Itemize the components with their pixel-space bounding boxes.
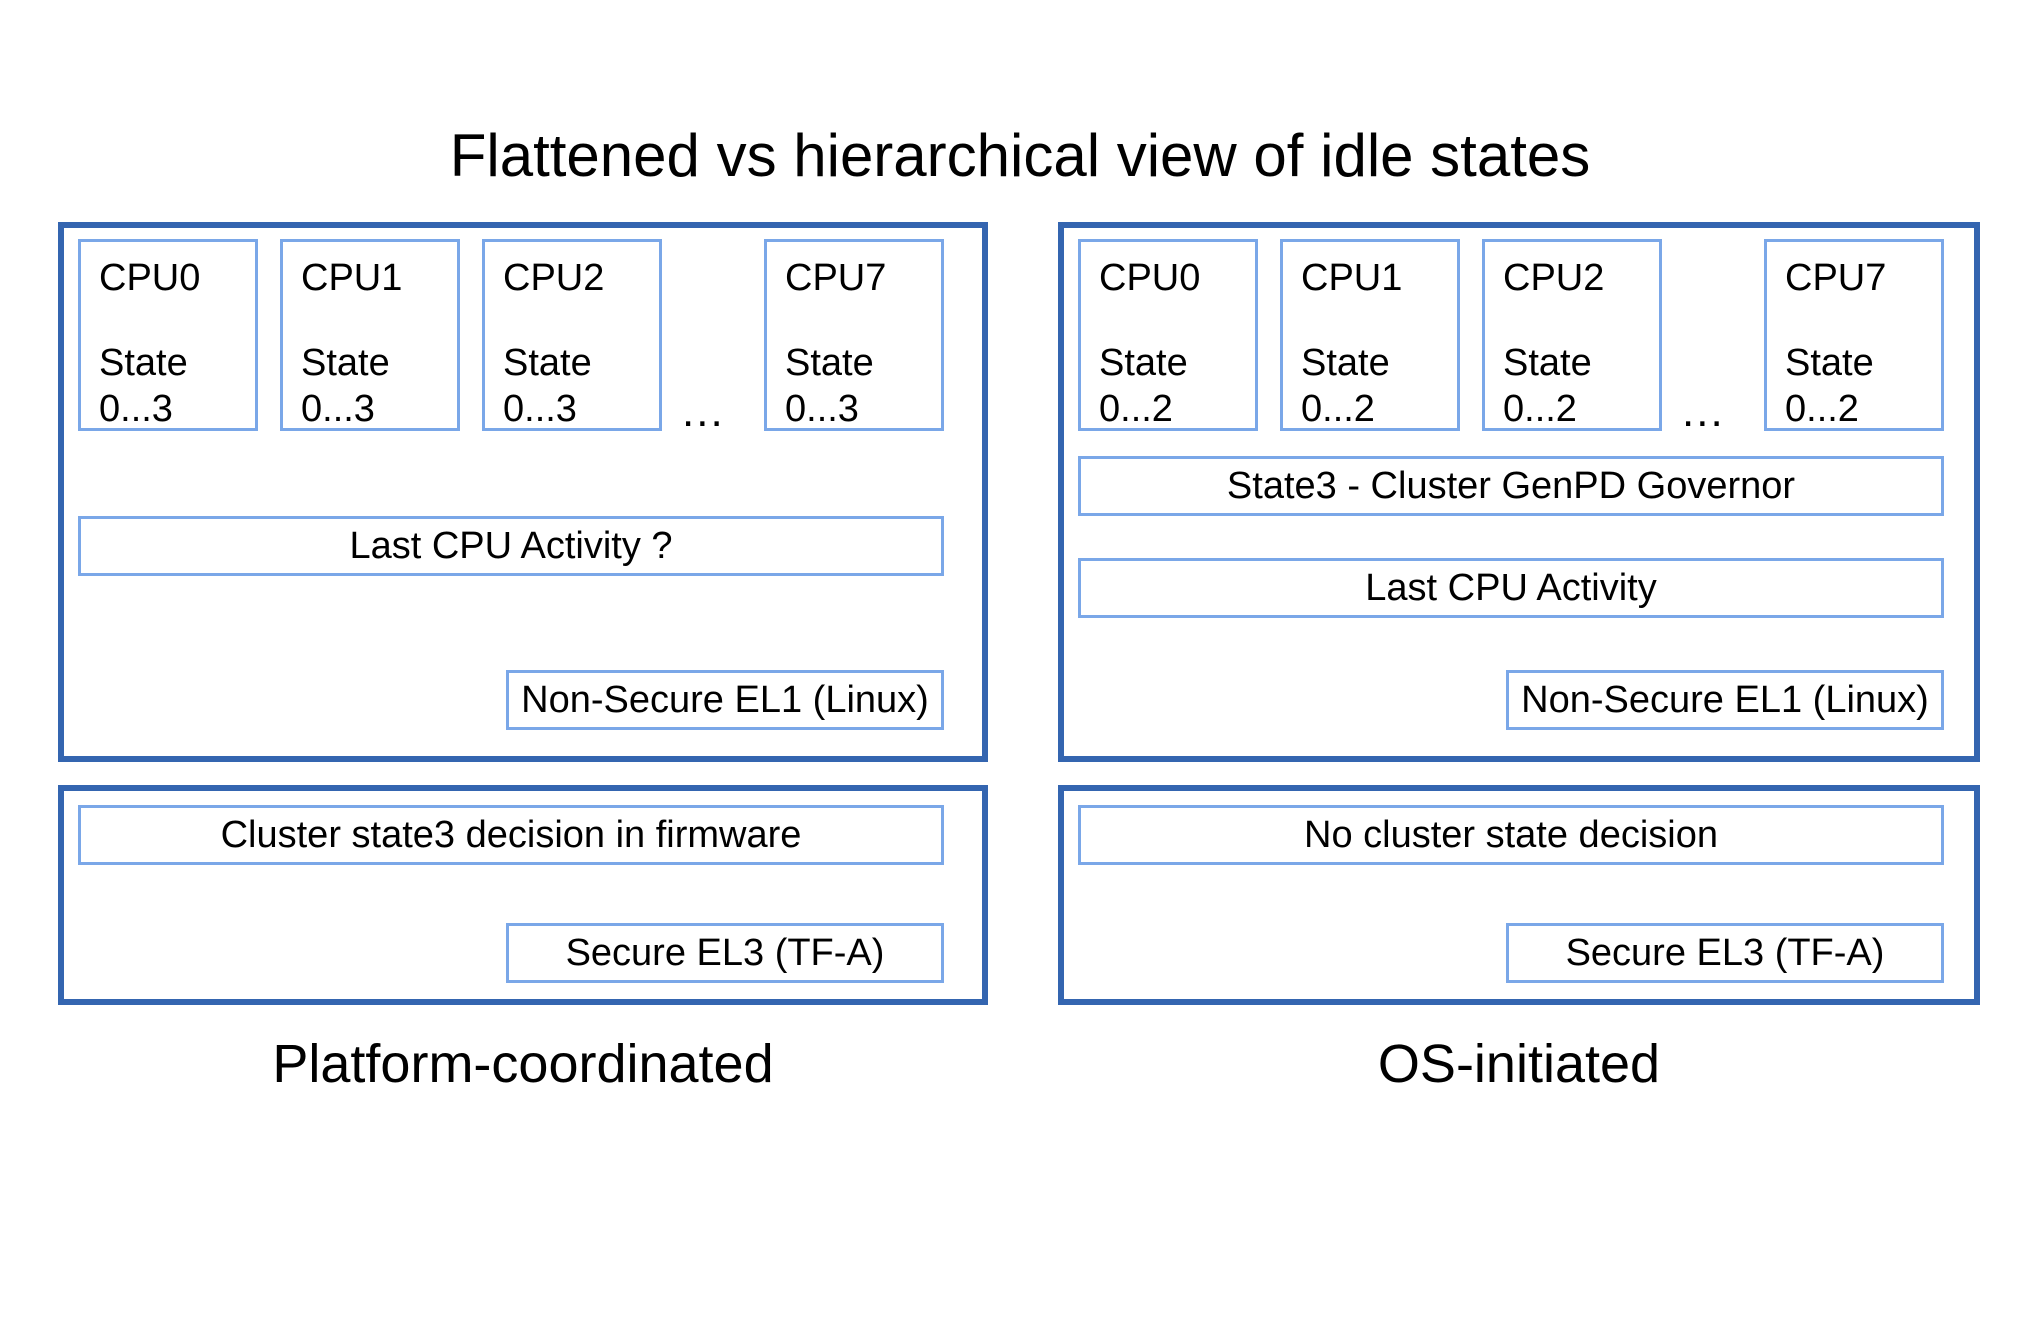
exception-level-label: Non-Secure EL1 (Linux) xyxy=(1521,679,1929,721)
cpu-label: CPU2 xyxy=(1503,257,1605,299)
cpu-box-2: CPU2 State 0...3 xyxy=(482,239,662,431)
bar-label: State3 - Cluster GenPD Governor xyxy=(1226,465,1796,507)
cpu-state-label: State xyxy=(785,342,874,384)
exception-level-box-el3: Secure EL3 (TF-A) xyxy=(1506,923,1944,983)
cpu-box-2: CPU2 State 0...2 xyxy=(1482,239,1662,431)
cpu-state-label: State xyxy=(301,342,390,384)
cpu-state: State 0...2 xyxy=(1301,340,1390,432)
cpu-ellipsis: ... xyxy=(682,387,725,436)
exception-level-label: Secure EL3 (TF-A) xyxy=(1565,932,1885,974)
exception-level-box-el1: Non-Secure EL1 (Linux) xyxy=(1506,670,1944,730)
cpu-label: CPU0 xyxy=(1099,257,1201,299)
cpu-state-range: 0...3 xyxy=(785,388,859,430)
cpu-ellipsis: ... xyxy=(1682,387,1725,436)
cpu-state-range: 0...3 xyxy=(301,388,375,430)
cpu-state: State 0...2 xyxy=(1503,340,1592,432)
cluster-decision-bar: Cluster state3 decision in firmware xyxy=(78,805,944,865)
cpu-state: State 0...3 xyxy=(99,340,188,432)
cpu-label: CPU0 xyxy=(99,257,201,299)
cpu-state-label: State xyxy=(1503,342,1592,384)
firmware-panel-os-initiated: No cluster state decision Secure EL3 (TF… xyxy=(1058,785,1980,1005)
page-title: Flattened vs hierarchical view of idle s… xyxy=(449,122,1591,189)
cpu-state-range: 0...2 xyxy=(1099,388,1173,430)
column-caption-os-initiated: OS-initiated xyxy=(1377,1034,1661,1094)
last-cpu-activity-bar: Last CPU Activity xyxy=(1078,558,1944,618)
cpu-box-1: CPU1 State 0...3 xyxy=(280,239,460,431)
cpu-state-label: State xyxy=(1301,342,1390,384)
cpu-label: CPU7 xyxy=(1785,257,1887,299)
exception-level-label: Secure EL3 (TF-A) xyxy=(565,932,885,974)
cpu-state-label: State xyxy=(1785,342,1874,384)
cpu-box-3: CPU7 State 0...3 xyxy=(764,239,944,431)
cpu-label: CPU1 xyxy=(301,257,403,299)
cpu-state-label: State xyxy=(1099,342,1188,384)
cpu-label: CPU2 xyxy=(503,257,605,299)
cpu-box-0: CPU0 State 0...3 xyxy=(78,239,258,431)
cpu-state: State 0...2 xyxy=(1785,340,1874,432)
bar-label: Last CPU Activity xyxy=(1365,567,1657,609)
exception-level-label: Non-Secure EL1 (Linux) xyxy=(521,679,929,721)
last-cpu-activity-bar: Last CPU Activity ? xyxy=(78,516,944,576)
bar-label: No cluster state decision xyxy=(1304,814,1718,856)
cpu-state-range: 0...3 xyxy=(99,388,173,430)
cpu-box-1: CPU1 State 0...2 xyxy=(1280,239,1460,431)
bar-label: Cluster state3 decision in firmware xyxy=(220,814,802,856)
firmware-panel-platform-coordinated: Cluster state3 decision in firmware Secu… xyxy=(58,785,988,1005)
cpu-label: CPU1 xyxy=(1301,257,1403,299)
cluster-genpd-governor-bar: State3 - Cluster GenPD Governor xyxy=(1078,456,1944,516)
cpu-state: State 0...3 xyxy=(785,340,874,432)
cpu-state-label: State xyxy=(99,342,188,384)
cpu-state: State 0...3 xyxy=(301,340,390,432)
exception-level-box-el3: Secure EL3 (TF-A) xyxy=(506,923,944,983)
os-panel-os-initiated: CPU0 State 0...2 CPU1 State 0...2 CPU2 S… xyxy=(1058,222,1980,762)
no-cluster-decision-bar: No cluster state decision xyxy=(1078,805,1944,865)
cpu-state-range: 0...2 xyxy=(1503,388,1577,430)
column-caption-platform-coordinated: Platform-coordinated xyxy=(272,1034,774,1094)
cpu-state: State 0...3 xyxy=(503,340,592,432)
cpu-state: State 0...2 xyxy=(1099,340,1188,432)
cpu-state-range: 0...3 xyxy=(503,388,577,430)
cpu-box-0: CPU0 State 0...2 xyxy=(1078,239,1258,431)
cpu-label: CPU7 xyxy=(785,257,887,299)
bar-label: Last CPU Activity ? xyxy=(349,525,673,567)
cpu-state-range: 0...2 xyxy=(1785,388,1859,430)
cpu-state-label: State xyxy=(503,342,592,384)
os-panel-platform-coordinated: CPU0 State 0...3 CPU1 State 0...3 CPU2 S… xyxy=(58,222,988,762)
cpu-state-range: 0...2 xyxy=(1301,388,1375,430)
cpu-box-3: CPU7 State 0...2 xyxy=(1764,239,1944,431)
exception-level-box-el1: Non-Secure EL1 (Linux) xyxy=(506,670,944,730)
